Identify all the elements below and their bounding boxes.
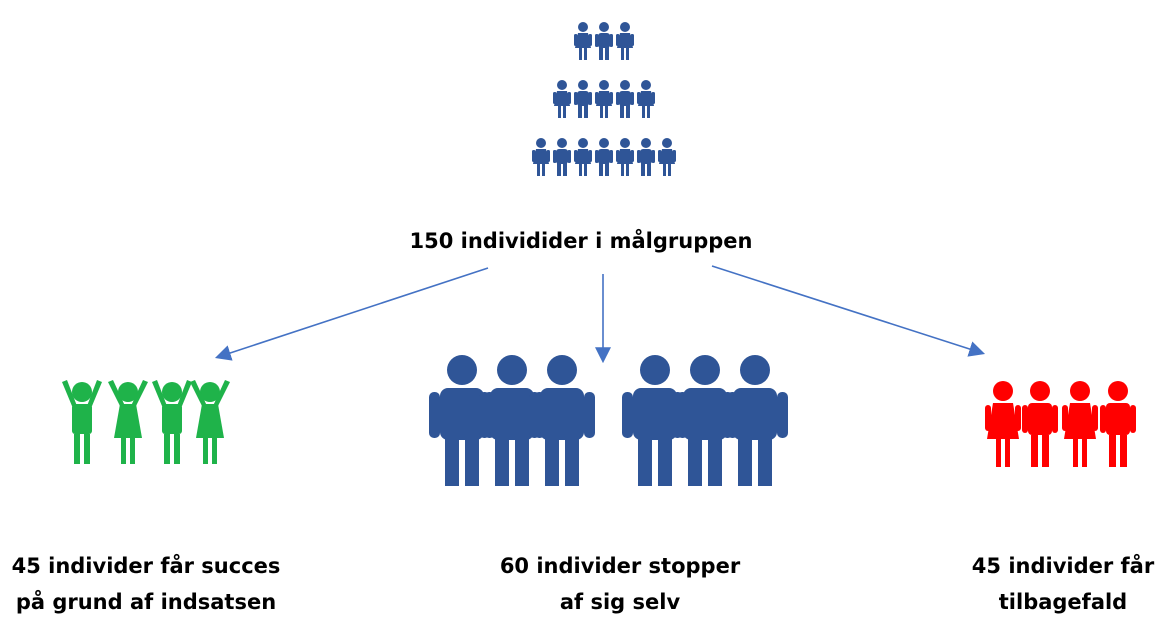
person-icon [595, 22, 613, 60]
arrow-right [711, 265, 986, 357]
self-stop-group-label-line1: 60 individer stopper [499, 554, 741, 578]
person-icon [637, 80, 655, 118]
person-icon [574, 22, 592, 60]
person-icon [658, 138, 676, 176]
self-stop-group-label-line2: af sig selv [559, 590, 681, 614]
person-icon [574, 138, 592, 176]
people-pyramid-icon [532, 22, 676, 176]
person-icon [574, 80, 592, 118]
arrow-left [214, 267, 489, 361]
self-stop-group-label: 60 individer stopper af sig selv [470, 548, 770, 620]
person-icon [595, 80, 613, 118]
person-icon [616, 138, 634, 176]
person-icon [553, 80, 571, 118]
person-icon [637, 138, 655, 176]
cheering-group-icon [62, 380, 230, 464]
person-icon [595, 138, 613, 176]
relapse-group-label-line2: tilbagefald [998, 590, 1128, 614]
success-group-label-line1: 45 individer får succes [11, 554, 281, 578]
person-icon [553, 138, 571, 176]
success-group-label-line2: på grund af indsatsen [15, 590, 277, 614]
success-group-label: 45 individer får succes på grund af inds… [0, 548, 292, 620]
person-icon [616, 22, 634, 60]
relapse-group-label-line1: 45 individer får [971, 554, 1155, 578]
men-group-icon [429, 355, 788, 486]
couples-group-icon [985, 381, 1136, 467]
person-icon [532, 138, 550, 176]
person-icon [616, 80, 634, 118]
population-label: 150 individider i målgruppen [409, 229, 753, 253]
relapse-group-label: 45 individer får tilbagefald [963, 548, 1163, 620]
